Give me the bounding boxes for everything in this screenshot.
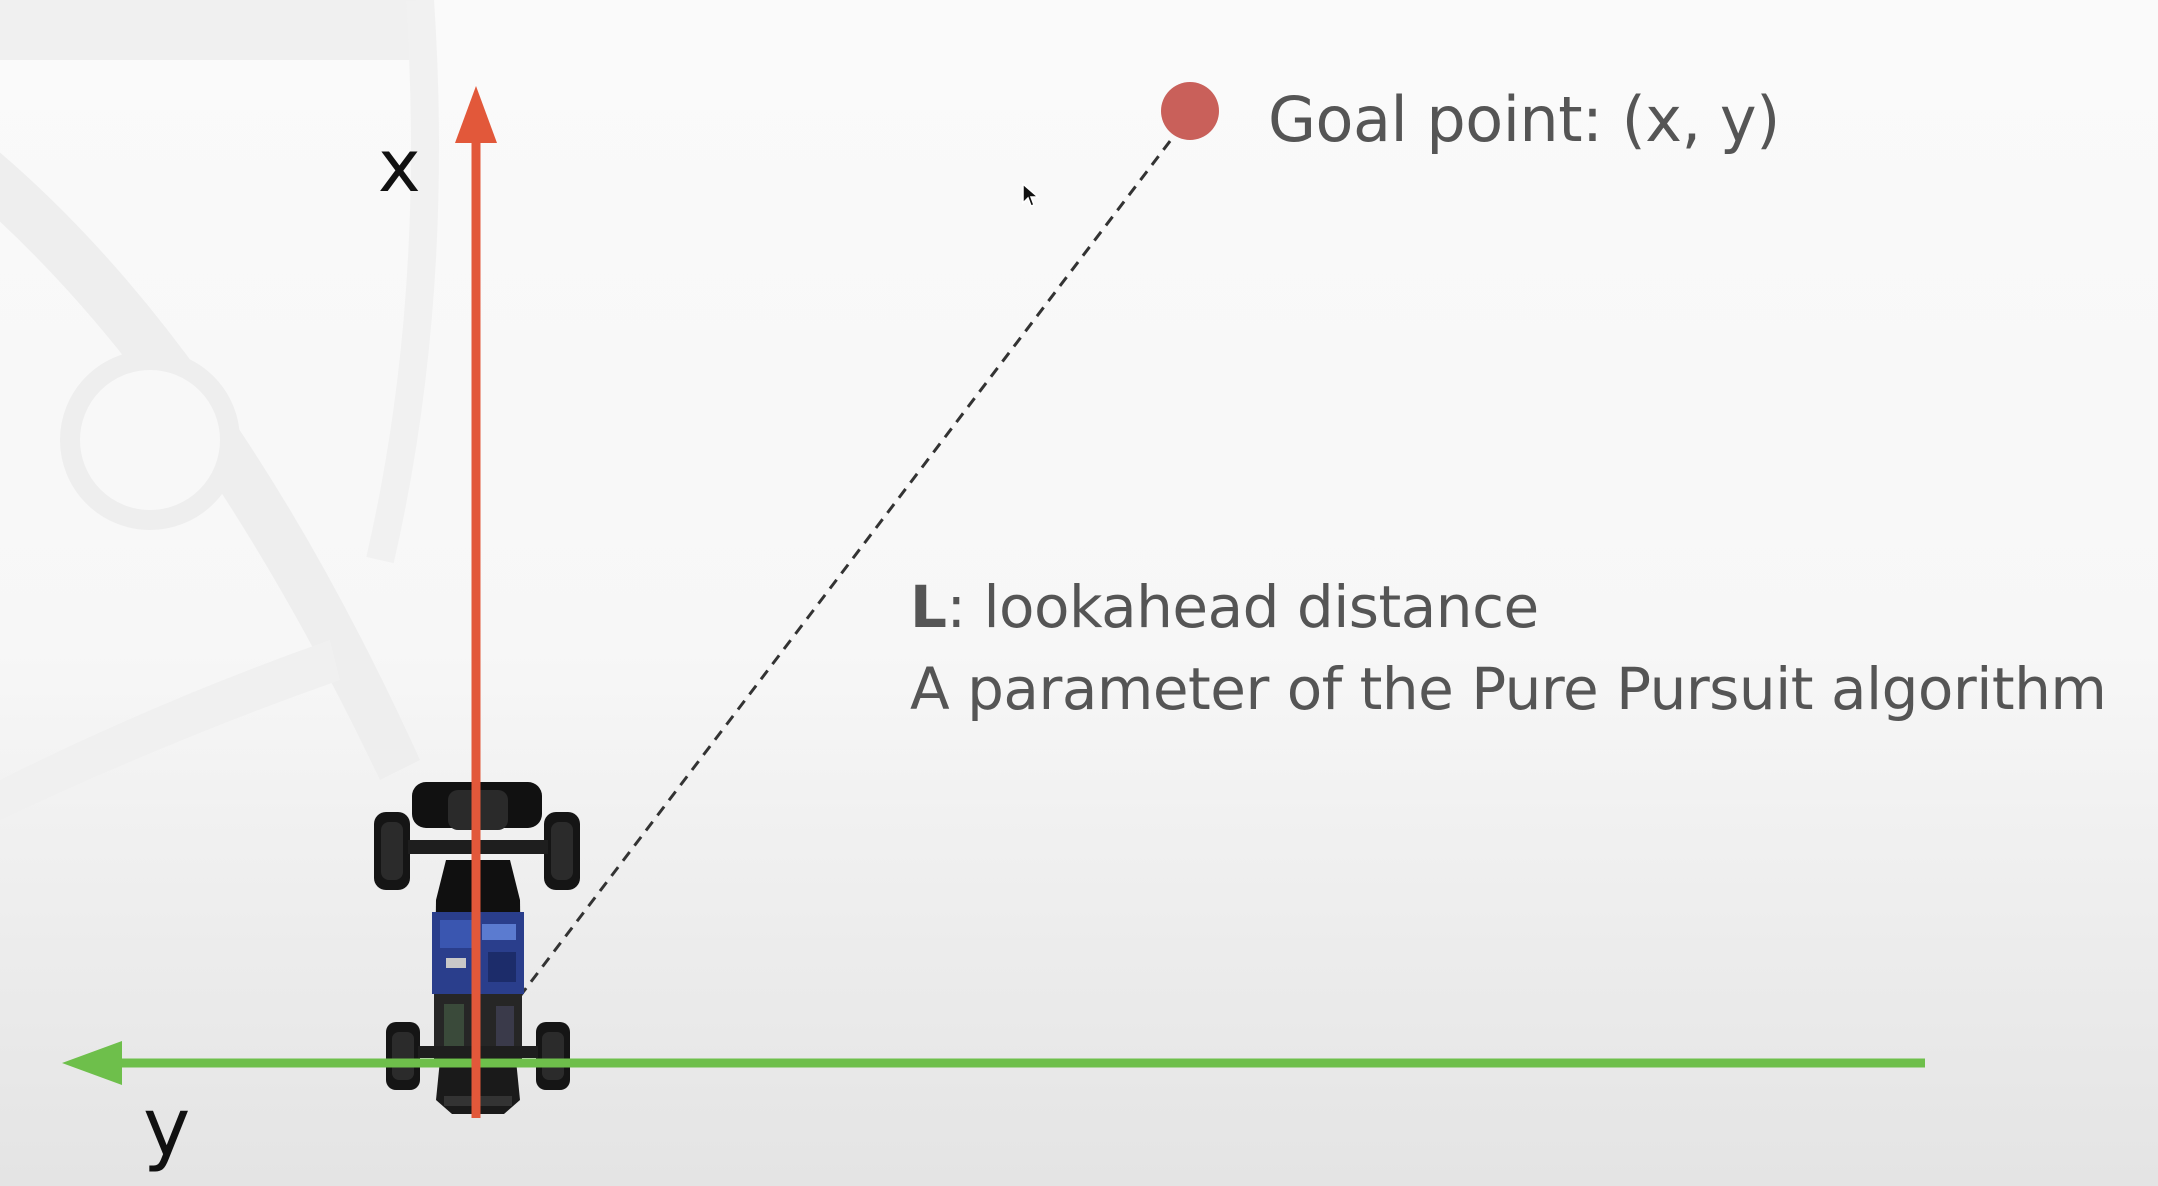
x-axis-arrowhead [455, 86, 497, 143]
lookahead-text: : lookahead distance [946, 573, 1539, 641]
goal-point-marker [1161, 82, 1219, 140]
y-axis-arrowhead [62, 1041, 122, 1085]
goal-point-label: Goal point: (x, y) [1268, 83, 1780, 156]
lookahead-description: A parameter of the Pure Pursuit algorith… [910, 655, 2107, 723]
x-axis-label: x [378, 124, 421, 208]
y-axis-label: y [143, 1081, 191, 1174]
lookahead-symbol: L [910, 573, 947, 641]
mouse-cursor-icon [1022, 183, 1040, 207]
lookahead-definition: L: lookahead distance [910, 573, 1539, 641]
lookahead-distance-line [506, 127, 1182, 1013]
